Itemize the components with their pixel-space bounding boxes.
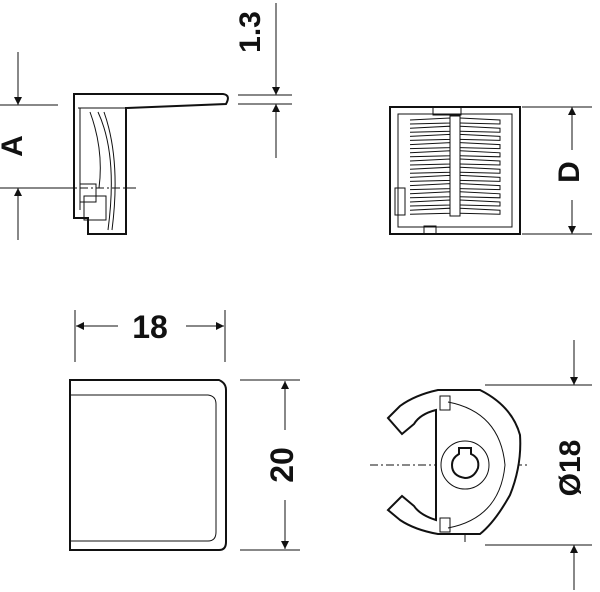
top-view-outline [69, 379, 227, 551]
fin-right [459, 191, 501, 199]
fin-center-web [449, 115, 461, 217]
round-view: Ø18 [370, 340, 592, 590]
fin-right [459, 125, 501, 133]
fin-right [459, 207, 501, 215]
dim-height-label: 20 [264, 447, 300, 483]
cam-center-hole [450, 447, 480, 480]
fin-right [459, 166, 501, 174]
dim-thickness-label: 1.3 [234, 11, 267, 53]
fin-right [459, 117, 501, 125]
fin-right [459, 150, 501, 158]
dim-d-label: D [553, 161, 586, 183]
fin-right [459, 174, 501, 182]
side-view-outline [73, 93, 229, 235]
top-view: 18 20 [69, 309, 300, 551]
fin-right [459, 142, 501, 150]
dim-a-label: A [0, 135, 29, 157]
side-view: A [0, 52, 229, 240]
dim-diameter-label: Ø18 [554, 440, 587, 497]
front-view: D [389, 106, 592, 235]
fin-right [459, 158, 501, 166]
fin-right [459, 183, 501, 191]
front-view-fins [409, 115, 501, 217]
fin-right [459, 199, 501, 207]
dim-width-label: 18 [132, 309, 168, 345]
thickness-dimension: 1.3 [234, 3, 292, 158]
fin-right [459, 133, 501, 141]
